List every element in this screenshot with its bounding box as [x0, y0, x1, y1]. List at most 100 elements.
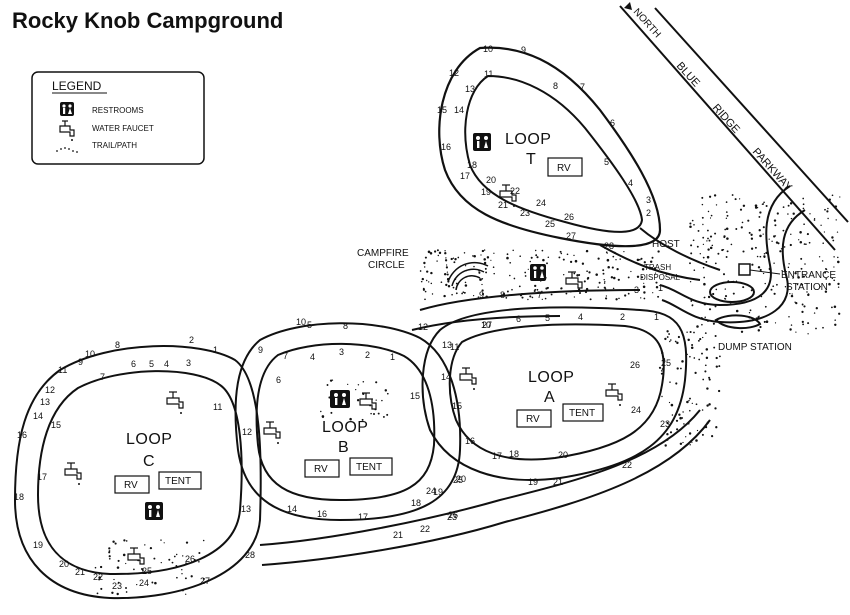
stipple-dot [704, 332, 707, 334]
stipple-dot [710, 214, 713, 217]
stipple-dot [473, 295, 475, 297]
stipple-dot [782, 206, 785, 208]
stipple-dot [430, 282, 433, 285]
stipple-dot [446, 271, 449, 273]
stipple-dot [827, 207, 829, 210]
stipple-dot [792, 277, 794, 279]
loop-b-rv-box: RV [304, 459, 340, 478]
stipple-dot [560, 252, 563, 255]
stipple-dot [163, 542, 165, 544]
restroom-icon [473, 133, 491, 151]
stipple-dot [357, 384, 360, 386]
stipple-dot [636, 289, 639, 291]
stipple-dot [586, 277, 589, 280]
stipple-dot [190, 575, 193, 578]
stipple-dot [639, 258, 641, 261]
stipple-dot [748, 316, 751, 319]
stipple-dot [669, 381, 671, 383]
water-faucets [64, 184, 623, 570]
stipple-dot [764, 305, 767, 308]
stipple-dot [463, 252, 466, 254]
trash-label-2: DISPOSAL [640, 273, 681, 282]
stipple-dot [98, 576, 101, 579]
stipple-dot [481, 249, 485, 253]
loop-a-name: LOOP [528, 369, 574, 386]
stipple-dot [711, 435, 714, 438]
stipple-dot [477, 296, 480, 298]
stipple-dot [578, 274, 581, 276]
stipple-dot [693, 331, 695, 334]
stipple-dot [111, 591, 114, 594]
stipple-dot [116, 592, 119, 596]
stipple-dot [657, 250, 660, 253]
stipple-dot [452, 257, 455, 259]
stipple-dot [765, 251, 768, 255]
stipple-dot [715, 365, 718, 368]
stipple-dot [547, 256, 550, 258]
stipple-dot [133, 568, 135, 571]
stipple-dot [675, 382, 678, 385]
stipple-dot [583, 280, 586, 283]
stipple-dot [511, 288, 513, 291]
stipple-dot [701, 323, 703, 326]
stipple-dot [708, 403, 711, 406]
site-number: 10 [85, 349, 95, 359]
stipple-dot [709, 246, 713, 250]
stipple-dot [818, 256, 821, 258]
stipple-dot [691, 305, 693, 307]
site-number: 3 [646, 195, 651, 205]
stipple-dot [758, 215, 761, 218]
stipple-dot [660, 372, 663, 375]
site-number: 2 [646, 208, 651, 218]
stipple-dot [666, 336, 669, 338]
stipple-dot [804, 263, 806, 265]
stipple-dot [502, 292, 506, 296]
site-number: 19 [33, 540, 43, 550]
stipple-dot [726, 214, 729, 217]
stipple-dot [326, 384, 329, 386]
stipple-dot [668, 333, 671, 335]
stipple-dot [505, 297, 508, 299]
site-number: 16 [441, 142, 451, 152]
stipple-dot [481, 277, 484, 280]
stipple-dot [836, 231, 839, 233]
stipple-dot [445, 264, 448, 266]
stipple-dot [531, 296, 534, 299]
stipple-dot [527, 298, 529, 301]
stipple-dot [714, 262, 717, 265]
stipple-dot [605, 295, 608, 297]
stipple-dot [457, 256, 460, 259]
site-number: 22 [93, 572, 103, 582]
stipple-dot [757, 329, 761, 332]
site-number: 26 [630, 360, 640, 370]
site-number: 9 [78, 357, 83, 367]
stipple-dot [513, 277, 516, 280]
stipple-dot [519, 294, 523, 297]
stipple-dot [424, 256, 427, 259]
svg-text:RV: RV [124, 480, 138, 491]
site-number: 12 [45, 385, 55, 395]
site-number: 26 [185, 554, 195, 564]
stipple-dot [764, 282, 766, 285]
site-number: 14 [287, 504, 297, 514]
stipple-dot [144, 544, 146, 546]
stipple-dot [581, 262, 585, 265]
site-number: 11 [58, 365, 67, 375]
stipple-dot [837, 260, 840, 264]
site-number: 21 [75, 567, 85, 577]
site-number: 5 [604, 157, 609, 167]
entrance-road [659, 185, 806, 330]
stipple-dot [657, 295, 660, 298]
stipple-dot [569, 260, 573, 264]
stipple-dot [754, 204, 758, 207]
stipple-dot [454, 258, 457, 261]
stipple-dot [202, 577, 205, 580]
stipple-dot [715, 204, 718, 206]
water-faucet-icon [59, 120, 75, 141]
stipple-dot [438, 251, 442, 255]
stipple-dot [738, 198, 741, 200]
stipple-dot [518, 285, 521, 288]
stipple-dot [679, 416, 682, 420]
stipple-dot [774, 235, 777, 237]
